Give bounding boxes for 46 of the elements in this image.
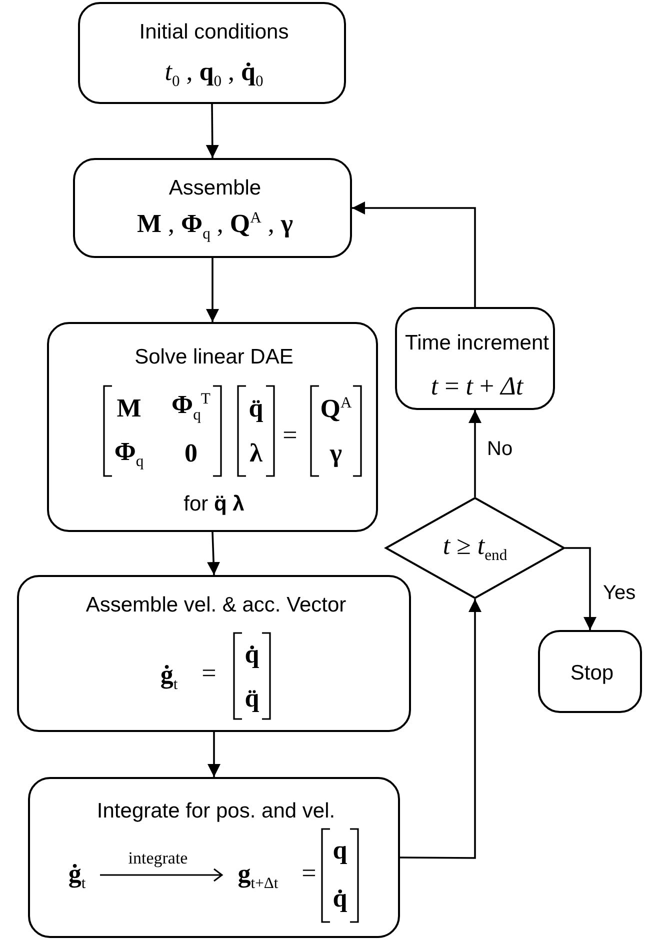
step-title: Initial conditions <box>139 20 289 44</box>
math-symbol: ġ$_{t}$ <box>160 660 178 694</box>
arrow <box>352 202 476 307</box>
vector-entry: Q$^{A}$ <box>320 394 352 424</box>
math-expression: M , Φ$_{q}$ , Q$^{A}$ , γ <box>136 210 294 242</box>
vector-entry: q̇ <box>244 640 260 670</box>
vector-entry: q̇ <box>332 884 348 914</box>
arrow <box>400 599 482 859</box>
arrow <box>206 104 219 158</box>
matrix-entry: Φ$_{q}$ <box>114 438 144 470</box>
math-symbol: ġ$_{t}$ <box>68 860 86 892</box>
step-title: Solve linear DAE <box>134 345 294 369</box>
process-box <box>395 307 555 410</box>
decision-diamond <box>385 497 565 599</box>
equals-sign: = <box>302 860 316 888</box>
matrix-entry: M <box>116 394 142 424</box>
vector-entry: λ <box>250 440 262 468</box>
process-box <box>73 158 352 258</box>
process-box <box>28 777 400 938</box>
process-box <box>78 2 346 104</box>
math-symbol: g$_{t+Δt}$ <box>238 860 278 892</box>
vector-entry: γ <box>330 440 342 468</box>
arrow-label: integrate <box>128 850 188 868</box>
process-box <box>47 322 378 532</box>
process-box <box>538 630 642 713</box>
equals-sign: = <box>202 660 216 688</box>
condition-text: t ≥ t$_{end}$ <box>442 532 508 564</box>
math-expression: t$_{0}$ , q$_{0}$ , q̇$_{0}$ <box>164 58 264 90</box>
vector-entry: q <box>332 836 348 866</box>
solve-for-text: for q̈ λ <box>184 492 244 516</box>
equals-sign: = <box>282 422 298 450</box>
step-title: Time increment <box>405 331 549 355</box>
process-box <box>17 575 411 732</box>
vector-entry: q̈ <box>244 684 260 714</box>
step-title: Stop <box>570 661 614 685</box>
arrow <box>207 532 220 576</box>
step-title: Assemble <box>168 176 262 200</box>
vector-entry: q̈ <box>248 394 264 424</box>
arrow <box>565 547 596 630</box>
step-title: Integrate for pos. and vel. <box>96 799 336 823</box>
arrow <box>206 258 219 322</box>
arrow <box>468 410 482 497</box>
arrow <box>208 732 220 777</box>
matrix-entry: 0 <box>184 440 198 468</box>
math-expression: t = t + Δt <box>430 372 524 402</box>
step-title: Assemble vel. & acc. Vector <box>86 593 346 617</box>
